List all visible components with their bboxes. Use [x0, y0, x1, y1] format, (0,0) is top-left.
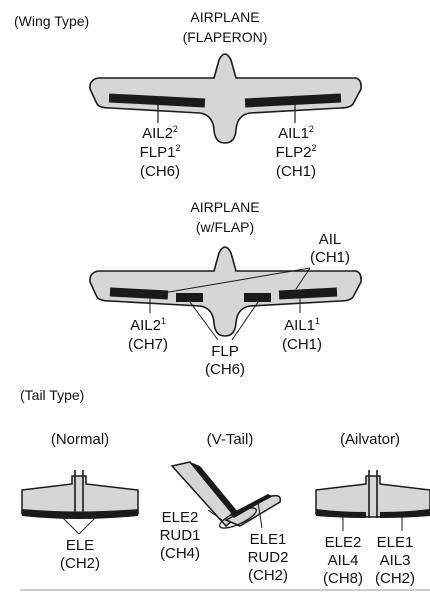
wflap-right-ail: AIL11: [262, 316, 342, 334]
vtail-left-ruddervator: [190, 462, 238, 518]
wflap-left-flap: [176, 293, 203, 302]
wflap-left-ail-sup: 1: [160, 316, 166, 326]
vtail-right-ruddervator: [230, 494, 272, 518]
wflap-ail-ch: (CH1): [310, 249, 350, 266]
normal-ele-ch: (CH2): [60, 555, 100, 572]
ailvator-title: (Ailvator): [339, 431, 400, 448]
flaperon-right-ail: AIL12: [256, 124, 336, 142]
ailvator-left-ch: (CH8): [323, 570, 363, 587]
wflap-title-line1: AIRPLANE: [190, 199, 260, 215]
wflap-left-ail: AIL21: [108, 316, 188, 334]
wflap-wing: [89, 246, 362, 337]
vtail-left-ch: (CH4): [160, 545, 200, 562]
wflap-right-aileron: [278, 287, 338, 300]
ailvator-tail: [315, 470, 430, 531]
ailvator-right-ail: AIL3: [379, 552, 411, 569]
wflap-flp-ch: (CH6): [205, 361, 245, 378]
flaperon-left-ail-text: AIL2: [142, 125, 173, 142]
wflap-left-ch: (CH7): [128, 336, 168, 353]
normal-elevator: [22, 509, 138, 519]
flaperon-right-flp-text: FLP2: [275, 144, 312, 161]
flaperon-right-ch: (CH1): [276, 163, 316, 180]
vtail-left-rud: RUD1: [159, 527, 201, 544]
wflap-right-ail-text: AIL1: [284, 317, 315, 334]
flaperon-airplane: [89, 53, 362, 144]
wflap-right-ch: (CH1): [282, 336, 322, 353]
ailvator-right-ch: (CH2): [375, 570, 415, 587]
flaperon-left-ch: (CH6): [140, 163, 180, 180]
flaperon-left-ail-sup: 2: [172, 124, 178, 134]
wflap-flp-label: FLP: [211, 343, 239, 360]
vtail-right-ch: (CH2): [248, 567, 288, 584]
normal-ele-label: ELE: [65, 537, 95, 554]
flaperon-wing: [89, 53, 362, 144]
flaperon-left-surface: [108, 93, 206, 108]
normal-tail: [21, 470, 139, 535]
flaperon-right-ail-sup: 2: [308, 124, 314, 134]
wflap-left-aileron: [109, 287, 169, 300]
wflap-ail-label: AIL: [318, 231, 342, 248]
vtail-right-surface: [224, 494, 282, 527]
flaperon-right-surface: [244, 93, 342, 108]
ailvator-left-ail: AIL4: [327, 552, 359, 569]
flaperon-right-flp: FLP22: [256, 143, 336, 161]
wflap-right-flap: [244, 293, 271, 302]
flaperon-title-line2: (FLAPERON): [182, 29, 268, 45]
vtail-left-ele: ELE2: [161, 509, 199, 526]
wflap-right-ail-sup: 1: [314, 316, 320, 326]
wflap-airplane: [89, 246, 362, 341]
wing-type-heading: (Wing Type): [14, 13, 90, 29]
normal-title: (Normal): [50, 431, 110, 448]
ailvator-right-ele: ELE1: [376, 534, 414, 551]
v-tail: [170, 461, 282, 529]
ailvator-left-elevator: [316, 509, 366, 518]
tail-type-heading: (Tail Type): [20, 387, 85, 403]
ailvator-right-elevator: [380, 509, 430, 518]
flaperon-left-ail: AIL22: [120, 124, 200, 142]
vtail-right-rud: RUD2: [247, 549, 289, 566]
flaperon-left-flp: FLP12: [120, 143, 200, 161]
vtail-right-ele: ELE1: [249, 531, 287, 548]
flaperon-right-ail-text: AIL1: [278, 125, 309, 142]
flaperon-title-line1: AIRPLANE: [190, 9, 260, 25]
flaperon-right-flp-sup: 2: [311, 143, 317, 153]
ailvator-left-ele: ELE2: [324, 534, 362, 551]
flaperon-left-flp-sup: 2: [175, 143, 181, 153]
flaperon-left-flp-text: FLP1: [139, 144, 176, 161]
wflap-left-ail-text: AIL2: [130, 317, 161, 334]
wflap-title-line2: (w/FLAP): [195, 219, 255, 235]
vtail-title: (V-Tail): [206, 431, 254, 448]
